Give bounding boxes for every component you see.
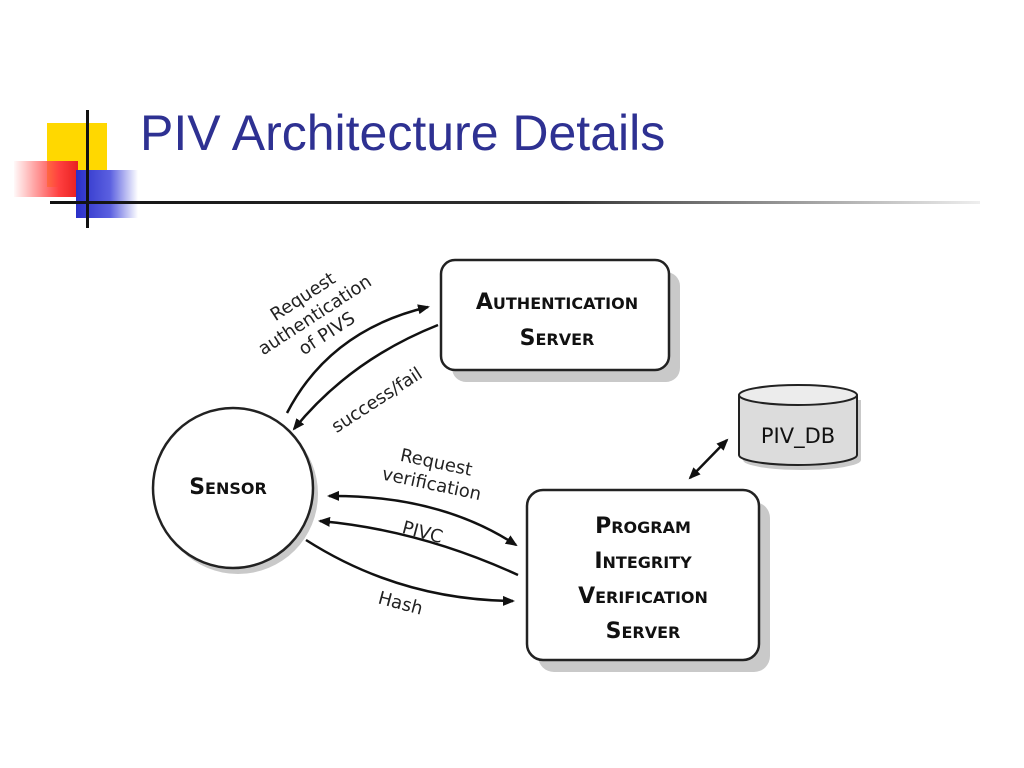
- authentication-server-node: AUTHENTICATION SERVER: [439, 258, 680, 382]
- label-hash: Hash: [376, 588, 425, 620]
- label-request-authentication: Request authentication of PIVS: [254, 268, 375, 360]
- logo-red-block: [14, 161, 78, 197]
- arrow-request-verification: [327, 490, 518, 547]
- piv-server-label-line2: INTEGRITY: [594, 549, 692, 574]
- label-success-fail: success/fail: [328, 363, 427, 437]
- arrow-request-authentication: [285, 304, 430, 414]
- auth-server-label-line1: AUTHENTICATION: [476, 290, 638, 315]
- piv-server-label-line3: VERIFICATION: [578, 584, 708, 609]
- piv-server-node: PROGRAM INTEGRITY VERIFICATION SERVER: [525, 488, 770, 672]
- piv-db-node: PIV_DB: [738, 384, 861, 470]
- piv-db-label: PIV_DB: [761, 424, 835, 449]
- title-underline: [50, 201, 980, 204]
- arrow-success-fail: [292, 323, 439, 431]
- logo-vertical-line: [86, 110, 89, 228]
- slide-title: PIV Architecture Details: [140, 105, 666, 161]
- sensor-node: SENSOR: [151, 406, 318, 574]
- sensor-label: SENSOR: [189, 475, 267, 500]
- piv-server-label-line1: PROGRAM: [595, 514, 691, 539]
- arrow-pivc: [318, 516, 519, 577]
- arrow-db-link: [688, 438, 729, 480]
- piv-server-label-line4: SERVER: [606, 619, 681, 644]
- arrow-hash: [305, 538, 515, 606]
- auth-server-label-line2: SERVER: [520, 326, 595, 351]
- label-pivc: PIVC: [400, 517, 445, 548]
- label-request-verification: Request verification: [380, 445, 483, 505]
